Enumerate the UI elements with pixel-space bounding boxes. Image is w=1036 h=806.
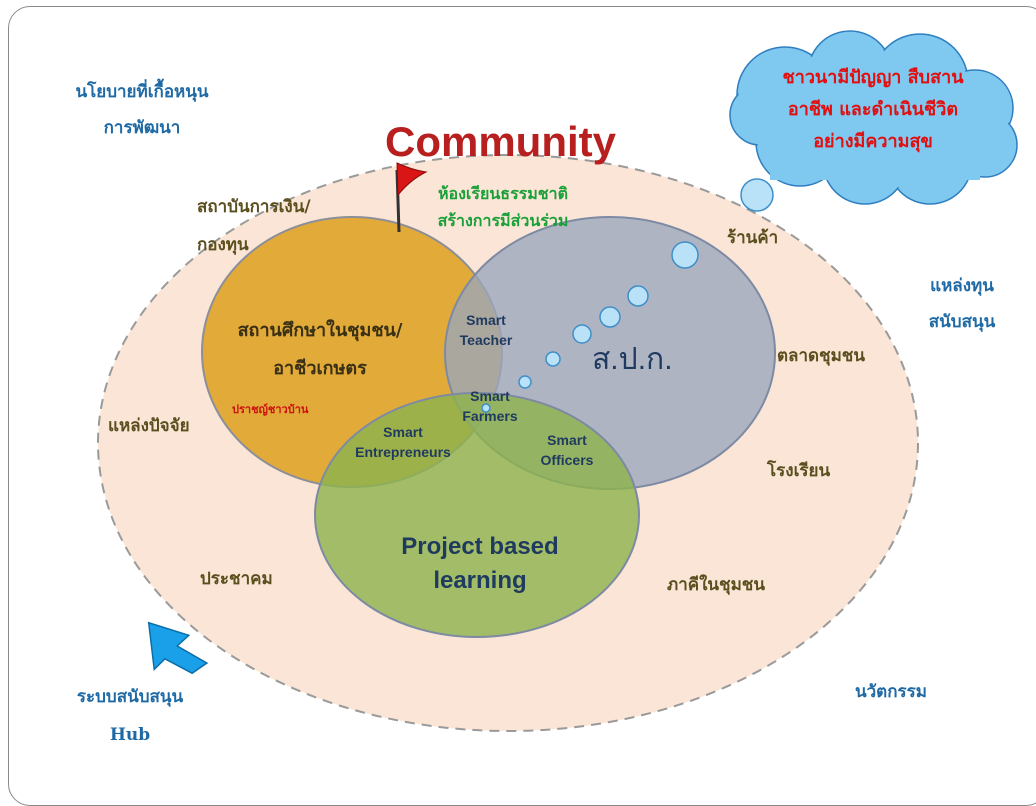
bubble: [627, 285, 649, 307]
policy-label: นโยบายที่เกื้อหนุน การพัฒนา: [62, 74, 222, 146]
funding-line1: แหล่งทุน: [930, 276, 994, 296]
yellow-line1: สถานศึกษาในชุมชน/: [237, 320, 403, 341]
bubble: [518, 375, 532, 389]
funding-line2: สนับสนุน: [928, 312, 996, 332]
gray-circle-label: ส.ป.ก.: [592, 343, 673, 376]
resources-label: แหล่งปัจจัย: [108, 416, 190, 436]
flag-icon: [395, 162, 428, 233]
green-line1: Project based: [401, 533, 559, 560]
funding-label: แหล่งทุน สนับสนุน: [912, 268, 1012, 340]
school-label: โรงเรียน: [767, 461, 831, 481]
yellow-circle-text: สถานศึกษาในชุมชน/ อาชีวเกษตร: [225, 312, 415, 388]
smart-officers: Smart Officers: [527, 430, 607, 470]
smart-teacher: Smart Teacher: [448, 310, 524, 350]
smart-farmers-line1: Smart: [470, 388, 510, 404]
cloud-line1: ชาวนามีปัญญา สืบสาน: [782, 67, 964, 88]
finance-label: สถาบันการเงิน/ กองทุน: [197, 188, 311, 264]
support-label: ระบบสนับสนุน Hub: [50, 678, 210, 754]
green-circle: [314, 392, 640, 638]
smart-officers-line2: Officers: [540, 452, 594, 468]
bubble: [740, 178, 774, 212]
cloud-text: ชาวนามีปัญญา สืบสาน อาชีพ และดำเนินชีวิต…: [748, 62, 998, 158]
bubble: [671, 241, 699, 269]
finance-line1: สถาบันการเงิน/: [197, 197, 311, 217]
smart-teacher-line2: Teacher: [459, 332, 513, 348]
support-line2: Hub: [109, 725, 151, 745]
finance-line2: กองทุน: [197, 235, 249, 255]
green-circle-text: Project based learning: [370, 530, 590, 598]
innovation-label: นวัตกรรม: [855, 682, 927, 702]
people-label: ประชาคม: [200, 569, 273, 589]
smart-entrepreneurs-line2: Entrepreneurs: [355, 444, 451, 460]
smart-entrepreneurs: Smart Entrepreneurs: [336, 422, 470, 462]
diagram-canvas: [97, 30, 1018, 732]
yellow-line2: อาชีวเกษตร: [273, 358, 367, 379]
flag-text: ห้องเรียนธรรมชาติ สร้างการมีส่วนร่วม: [418, 180, 588, 234]
bubble-trail: [481, 178, 774, 413]
partners-label: ภาคีในชุมชน: [667, 575, 765, 595]
smart-farmers-line2: Farmers: [462, 408, 518, 424]
policy-line1: นโยบายที่เกื้อหนุน: [75, 82, 209, 102]
bubble: [599, 306, 621, 328]
bubble: [572, 324, 592, 344]
support-line1: ระบบสนับสนุน: [76, 687, 184, 707]
green-line2: learning: [433, 567, 527, 594]
smart-farmers: Smart Farmers: [452, 386, 528, 426]
policy-line2: การพัฒนา: [103, 118, 181, 138]
bubble: [481, 403, 491, 413]
smart-entrepreneurs-line1: Smart: [383, 424, 423, 440]
flag-line2: สร้างการมีส่วนร่วม: [437, 211, 569, 230]
yellow-sub-label: ปราชญ์ชาวบ้าน: [232, 403, 309, 416]
smart-officers-line1: Smart: [547, 432, 587, 448]
bubble: [545, 351, 561, 367]
cloud-line2: อาชีพ และดำเนินชีวิต: [787, 99, 959, 120]
market-label: ตลาดชุมชน: [777, 346, 865, 366]
shop-label: ร้านค้า: [727, 228, 779, 248]
flag-line1: ห้องเรียนธรรมชาติ: [437, 184, 569, 203]
community-title: Community: [385, 118, 616, 165]
arrow-icon: [147, 621, 209, 675]
cloud-line3: อย่างมีความสุข: [813, 131, 933, 152]
smart-teacher-line1: Smart: [466, 312, 506, 328]
